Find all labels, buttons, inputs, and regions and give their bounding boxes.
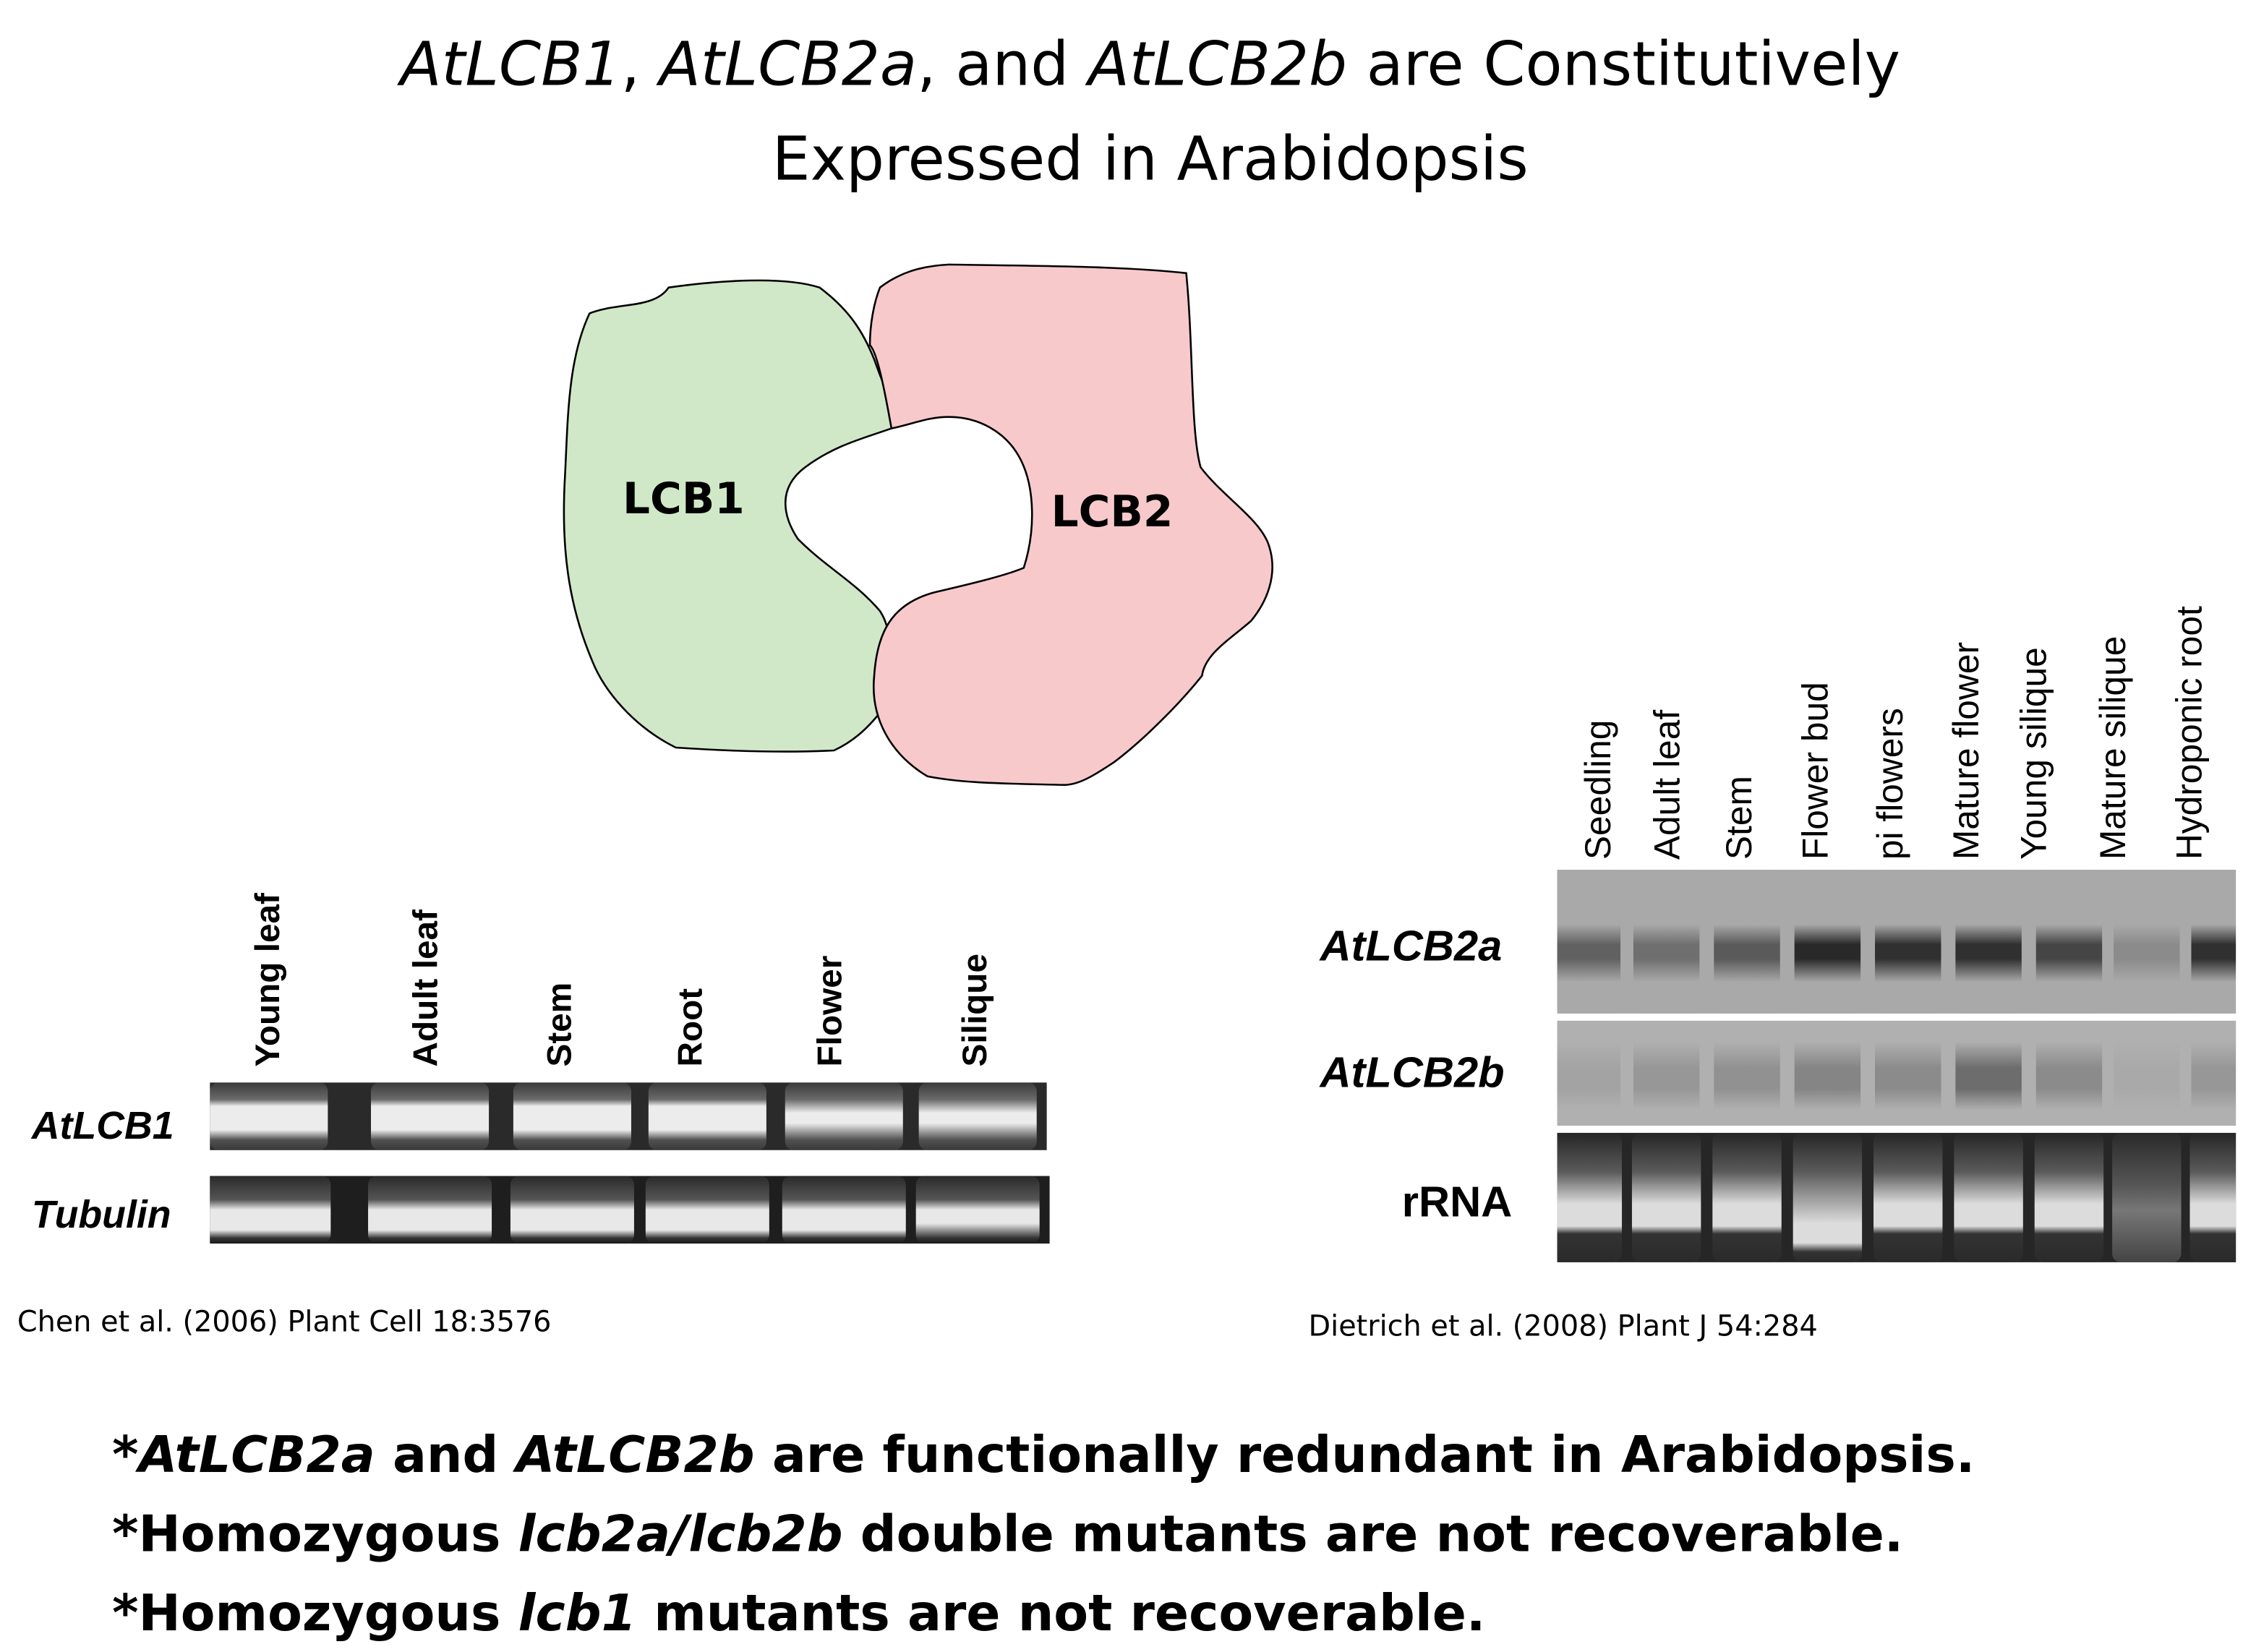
text-run: and	[375, 1427, 516, 1486]
text-run: AtLCB2a	[138, 1427, 375, 1486]
text-run: mutants are not recoverable.	[636, 1585, 1486, 1643]
gel-lane	[2114, 1020, 2180, 1126]
lane-label: Adult leaf	[1647, 709, 1688, 860]
gel-lane	[645, 1176, 769, 1244]
gel-lane	[1794, 1020, 1861, 1126]
gel-lane	[210, 1082, 328, 1150]
gel-lane	[2035, 1020, 2103, 1126]
gel-lane	[2114, 870, 2180, 1014]
gel-lane	[368, 1176, 492, 1244]
gel-lane	[918, 1082, 1037, 1150]
gel-lane	[513, 1082, 631, 1150]
rrna-gel	[1557, 1132, 2236, 1262]
text-run: *Homozygous	[112, 1585, 518, 1643]
gel-lane	[2112, 1132, 2182, 1262]
text-run: *	[112, 1427, 139, 1486]
lane-label: Stem	[1719, 776, 1760, 860]
gel-lane	[1954, 1132, 2023, 1262]
atlcb2a-blot	[1557, 870, 2236, 1014]
lane-label: Root	[671, 988, 711, 1067]
gel-lane	[1712, 1132, 1782, 1262]
gel-lane	[2189, 1132, 2236, 1262]
lane-label: Hydroponic root	[2169, 606, 2210, 860]
tubulin-gel	[210, 1176, 1050, 1244]
atlcb2b-blot	[1557, 1020, 2236, 1126]
gel-lane	[785, 1082, 903, 1150]
bullet-lcb1-mutants: *Homozygous lcb1 mutants are not recover…	[112, 1585, 1485, 1643]
bullet-redundant: *AtLCB2a and AtLCB2b are functionally re…	[112, 1428, 1975, 1486]
gel-lane	[1955, 1020, 2022, 1126]
gel-lane	[915, 1176, 1040, 1244]
gel-lane	[1874, 1132, 1943, 1262]
gel-lane	[2034, 1132, 2104, 1262]
text-run: AtLCB2b	[1088, 28, 1348, 100]
text-run: are Constitutively	[1347, 28, 1901, 100]
gel-lane	[1557, 1020, 1621, 1126]
gel-lane	[1633, 870, 1700, 1014]
lane-label: Flower bud	[1795, 682, 1837, 860]
gel-lane	[648, 1082, 766, 1150]
text-run: lcb1	[518, 1585, 637, 1643]
gel-lane	[2191, 1020, 2236, 1126]
lane-label: Young silique	[2014, 647, 2055, 860]
gel-lane	[1955, 870, 2022, 1014]
lane-label: Young leaf	[249, 893, 288, 1067]
lane-label: Flower	[811, 955, 850, 1067]
gel-lane	[210, 1176, 331, 1244]
slide-title-line1: AtLCB1, AtLCB2a, and AtLCB2b are Constit…	[0, 34, 2243, 95]
gel-lane	[2191, 870, 2236, 1014]
lane-label: Stem	[540, 982, 580, 1067]
citation-chen: Chen et al. (2006) Plant Cell 18:3576	[17, 1304, 552, 1339]
row-label-atlcb2a: AtLCB2a	[1320, 923, 1503, 971]
text-run: AtLCB2b	[516, 1427, 755, 1486]
lcb1-subunit-shape	[563, 279, 894, 753]
lane-label: Mature flower	[1947, 641, 1988, 860]
row-label-atlcb2b: AtLCB2b	[1320, 1049, 1505, 1097]
lcb2-label: LCB2	[1051, 487, 1174, 538]
gel-lane	[510, 1176, 634, 1244]
text-run: ,	[620, 28, 659, 100]
lane-label: pi flowers	[1871, 708, 1911, 860]
row-label-tubulin: Tubulin	[31, 1193, 171, 1237]
citation-dietrich: Dietrich et al. (2008) Plant J 54:284	[1308, 1308, 1818, 1343]
lane-label: Silique	[956, 953, 996, 1067]
gel-lane	[1875, 1020, 1941, 1126]
text-run: AtLCB2a	[659, 28, 918, 100]
gel-lane	[1557, 1132, 1623, 1262]
gel-lane	[1714, 1020, 1780, 1126]
text-run: *Homozygous	[112, 1506, 518, 1565]
gel-lane	[782, 1176, 906, 1244]
lcb1-label: LCB1	[623, 474, 745, 525]
atlcb1-gel	[210, 1082, 1047, 1150]
gel-lane	[2035, 870, 2103, 1014]
row-label-rrna: rRNA	[1401, 1178, 1513, 1227]
gel-lane	[1875, 870, 1941, 1014]
text-run: are functionally redundant in Arabidopsi…	[754, 1427, 1975, 1486]
row-label-atlcb1: AtLCB1	[31, 1104, 174, 1147]
slide-title-line2: Expressed in Arabidopsis	[772, 124, 1529, 194]
gel-lane	[1631, 1132, 1701, 1262]
gel-lane	[371, 1082, 490, 1150]
lcb2-subunit-shape	[868, 263, 1273, 787]
gel-lane	[1633, 1020, 1700, 1126]
text-run: , and	[917, 28, 1088, 100]
lane-label: Adult leaf	[406, 910, 446, 1067]
lane-label: Mature silique	[2093, 635, 2134, 860]
gel-lane	[1714, 870, 1780, 1014]
lane-label: Seedling	[1578, 719, 1620, 860]
lcb-complex-diagram	[563, 263, 1273, 787]
text-run: AtLCB1	[400, 28, 621, 100]
bullet-double-mutants: *Homozygous lcb2a/lcb2b double mutants a…	[112, 1507, 1903, 1565]
gel-lane	[1794, 870, 1861, 1014]
gel-lane	[1793, 1132, 1863, 1262]
text-run: double mutants are not recoverable.	[842, 1506, 1904, 1565]
gel-lane	[1557, 870, 1621, 1014]
text-run: lcb2a/lcb2b	[518, 1506, 843, 1565]
